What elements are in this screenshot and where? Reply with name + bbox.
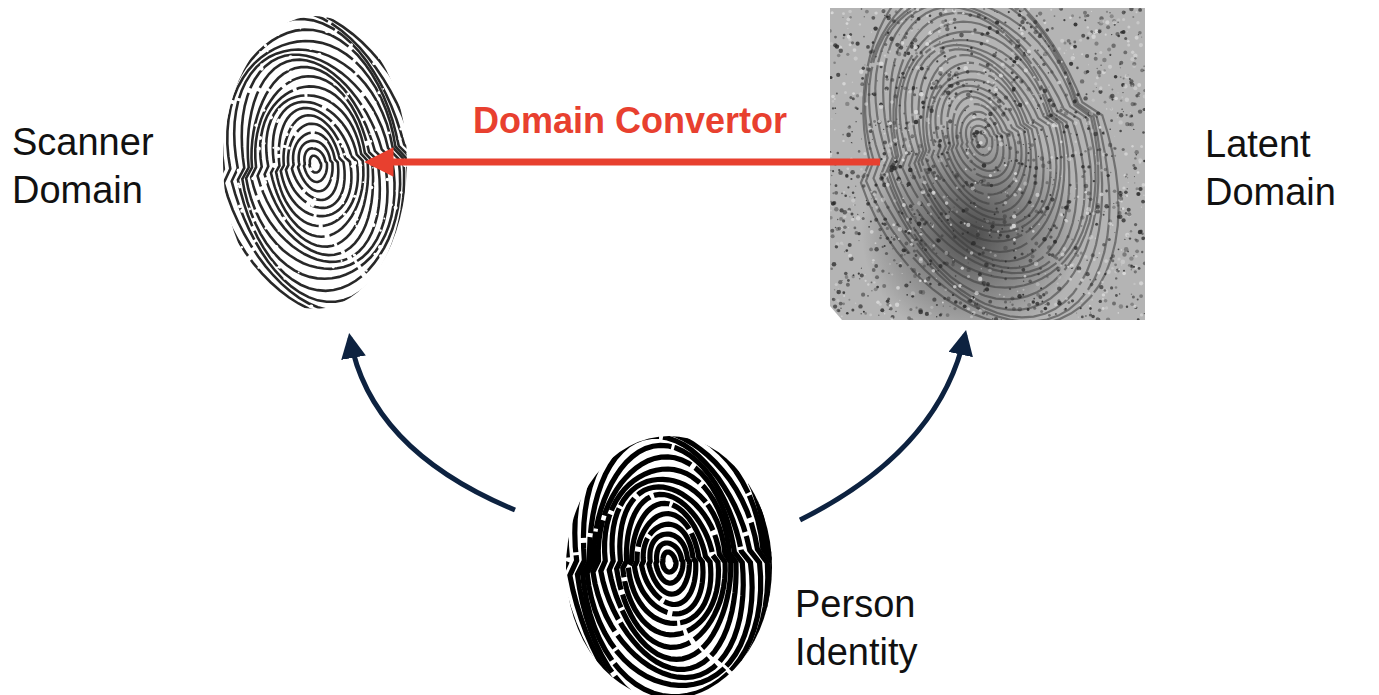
fingerprint-image — [560, 428, 778, 695]
fingerprint-image — [830, 8, 1145, 320]
domain-label: Latent Domain — [1205, 120, 1373, 216]
domain-label: Scanner Domain — [12, 118, 202, 214]
identity-arrow — [350, 338, 515, 510]
fingerprint-image — [215, 5, 415, 310]
fingerprint-node: Person Identity — [560, 428, 778, 695]
identity-arrow — [800, 335, 965, 520]
domain-label: Person Identity — [795, 580, 970, 676]
convertor-arrow — [370, 159, 880, 166]
edge-label: Domain Convertor — [473, 100, 787, 142]
fingerprint-node: Scanner Domain — [215, 5, 415, 310]
fingerprint-node: Latent Domain — [830, 8, 1145, 320]
